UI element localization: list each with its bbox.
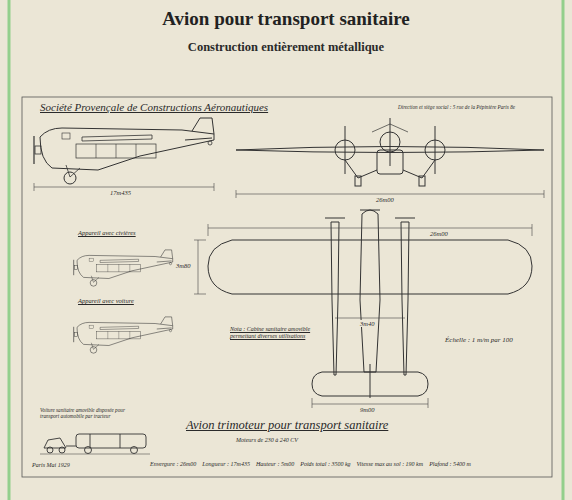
specification-value: Hauteur : 5m00: [256, 461, 294, 468]
specification-value: Poids total : 3500 kg: [300, 461, 350, 468]
drawing-label: Appareil avec voiture: [78, 297, 134, 304]
drawing-label: Appareil avec civières: [78, 229, 136, 236]
drawing-label: Paris Mai 1929: [32, 462, 70, 469]
drawing-label: Échelle : 1 m/m par 100: [445, 336, 513, 344]
page-title: Avion pour transport sanitaire: [0, 8, 572, 30]
specification-value: Envergure : 26m00: [150, 461, 196, 468]
drawing-label: Avion trimoteur pour transport sanitaire: [186, 418, 388, 432]
specification-row: Envergure : 26m00 Longueur : 17m435 Hauteu…: [150, 461, 471, 468]
drawing-label: Nota : Cabine sanitaire amovible permett…: [230, 326, 330, 340]
drawing-label: 26m00: [430, 230, 448, 237]
drawing-label: Voiture sanitaire amovible disposée pour…: [40, 408, 140, 420]
drawing-label: Construction entièrement métallique: [188, 40, 384, 54]
drawing-label: Société Provençale de Constructions Aéro…: [40, 101, 268, 114]
specification-value: Vitesse max au sol : 190 km: [357, 461, 424, 468]
specification-value: Longueur : 17m435: [202, 461, 250, 468]
specification-value: Plafond : 5400 m: [429, 461, 471, 468]
drawing-label: Moteurs de 230 à 240 CV: [236, 437, 298, 444]
drawing-label: 9m00: [360, 406, 374, 413]
drawing-label: Direction et siège social : 5 rue de la …: [398, 105, 515, 111]
drawing-label: 3m80: [176, 262, 190, 269]
drawing-label: 17m435: [110, 189, 131, 196]
drawing-label: 3m40: [360, 320, 374, 327]
drawing-label: 26m00: [376, 196, 394, 203]
